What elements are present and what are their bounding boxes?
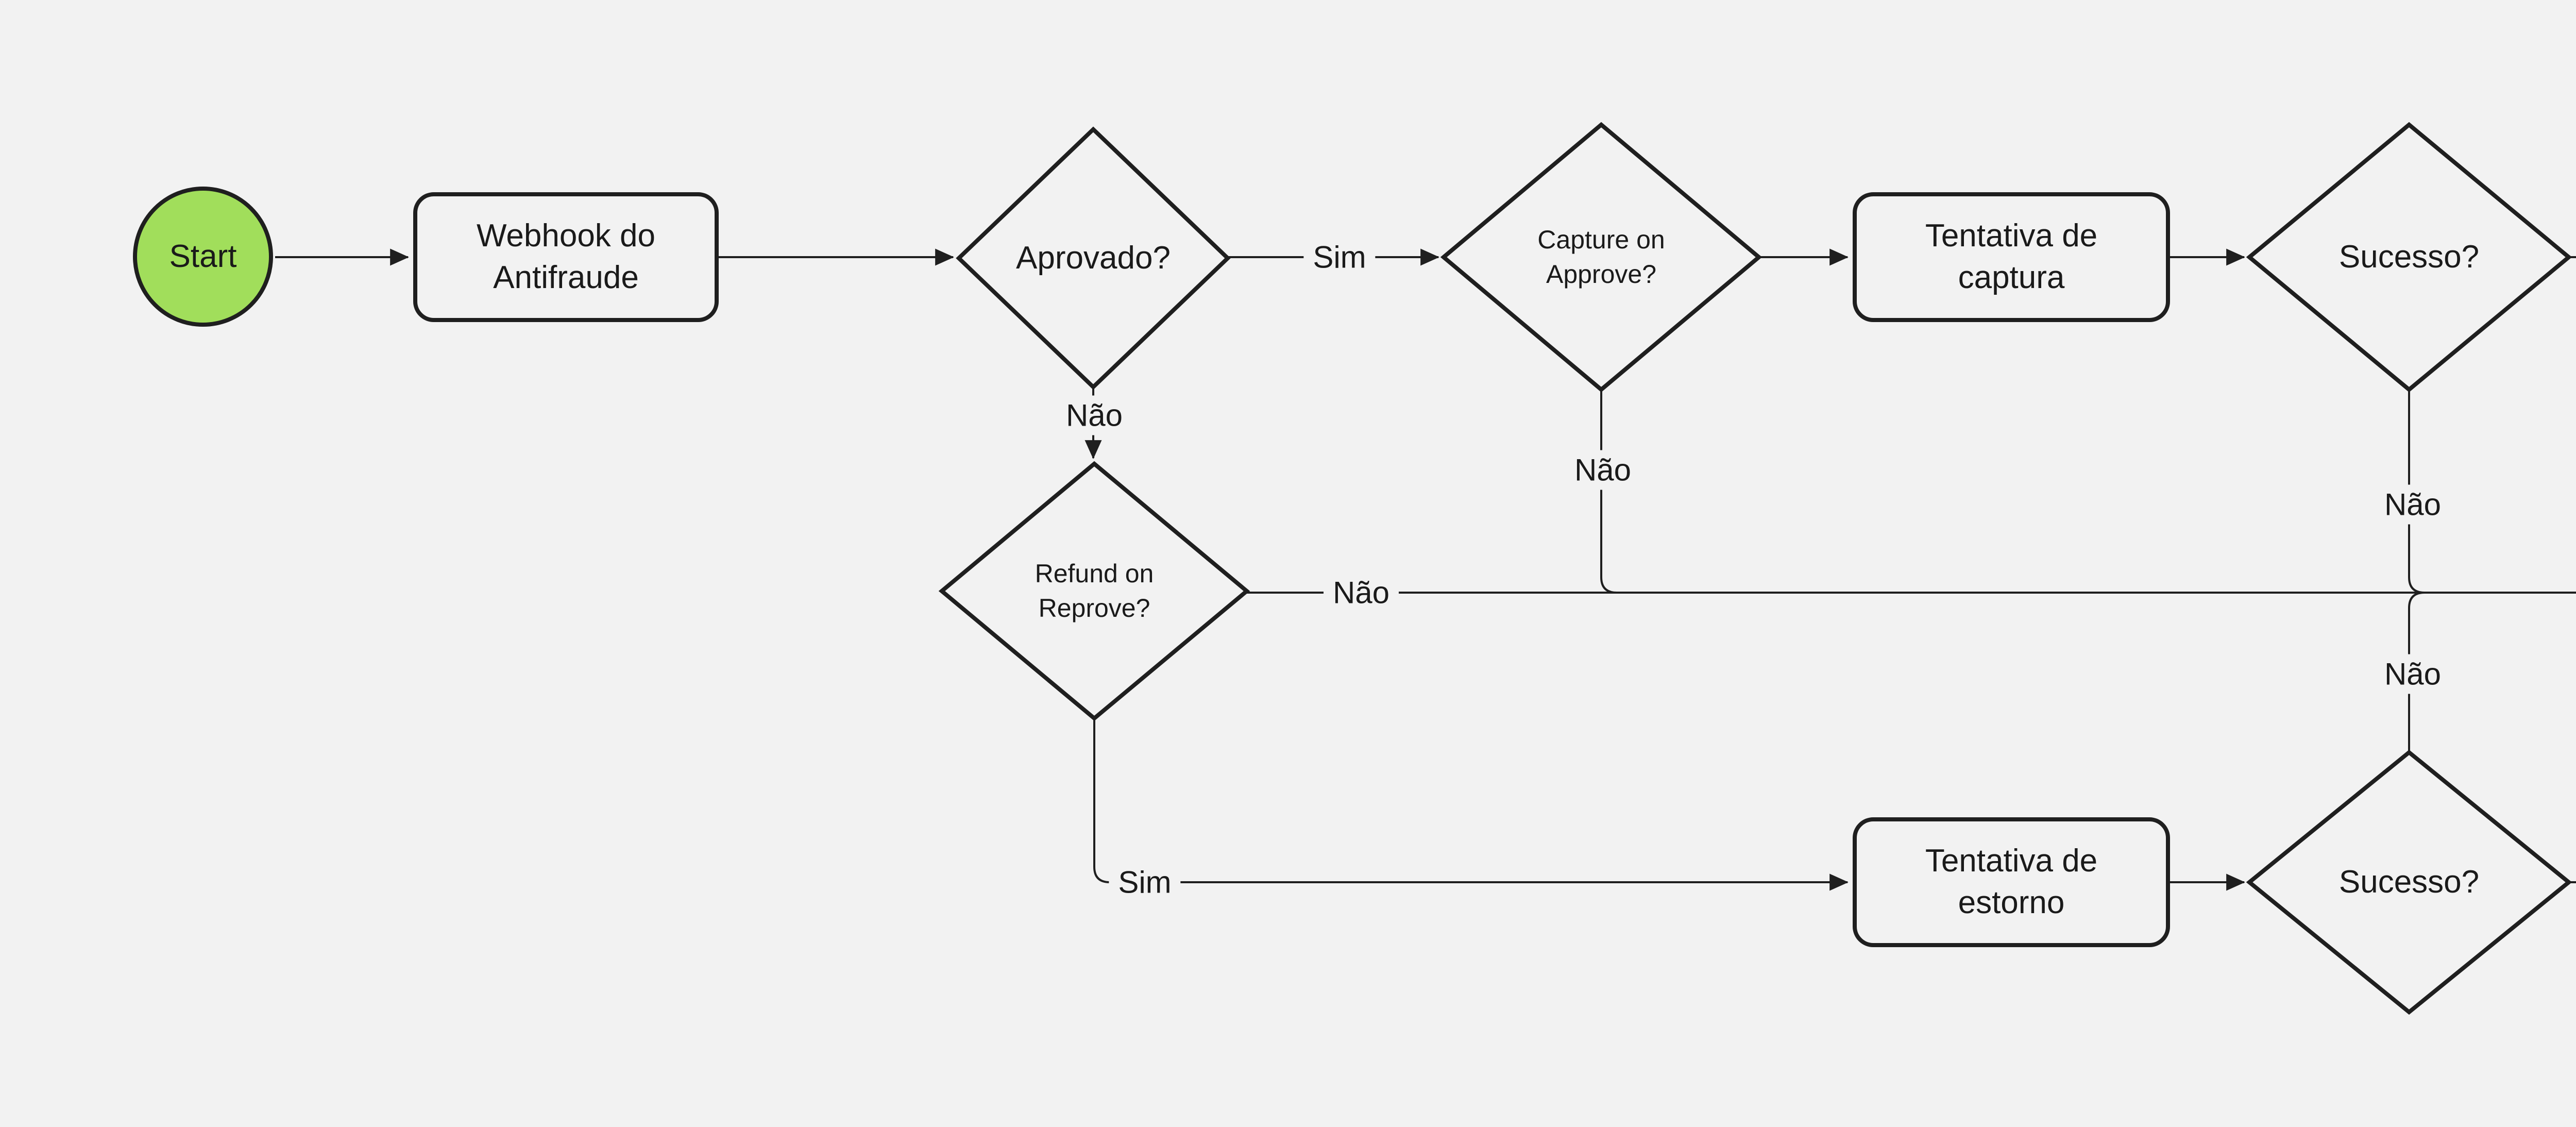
edge-label-sim-refund: Sim xyxy=(1109,862,1181,902)
edge-label-nao-sucesso-estorno: Não xyxy=(2375,654,2451,694)
node-aprovado-label: Aprovado? xyxy=(1016,240,1171,276)
node-refund-on-reprove-label: Refund on Reprove? xyxy=(1035,559,1154,623)
edge-label-nao-aprovado: Não xyxy=(1056,395,1132,435)
node-capture-on-approve-shape xyxy=(1440,122,1762,393)
node-sucesso-captura-shape xyxy=(2246,122,2572,393)
node-webhook-label: Webhook do Antifraude xyxy=(477,218,655,295)
node-aprovado-shape xyxy=(956,126,1231,390)
node-capture-on-approve-label: Capture on Approve? xyxy=(1537,225,1665,289)
edge-paths xyxy=(275,248,2576,891)
edge-label-nao-capture: Não xyxy=(1565,450,1641,490)
node-start: Start xyxy=(133,187,273,327)
node-sucesso-estorno-shape xyxy=(2246,749,2572,1015)
edge-label-nao-sucesso-captura: Não xyxy=(2375,484,2451,525)
decision-diamonds xyxy=(938,122,2572,1015)
node-tentativa-estorno-label: Tentativa de estorno xyxy=(1925,843,2098,920)
node-refund-on-reprove-shape xyxy=(938,461,1250,721)
node-start-label: Start xyxy=(169,238,237,274)
edge-label-sim-aprovado: Sim xyxy=(1303,237,1376,277)
node-sucesso-estorno-label: Sucesso? xyxy=(2338,864,2480,900)
edge-label-nao-refund: Não xyxy=(1323,573,1399,613)
node-sucesso-captura-label: Sucesso? xyxy=(2338,239,2480,275)
node-webhook: Webhook do Antifraude xyxy=(413,192,719,322)
node-tentativa-estorno: Tentativa de estorno xyxy=(1853,817,2170,947)
node-tentativa-captura-label: Tentativa de captura xyxy=(1925,218,2098,295)
node-tentativa-captura: Tentativa de captura xyxy=(1853,192,2170,322)
